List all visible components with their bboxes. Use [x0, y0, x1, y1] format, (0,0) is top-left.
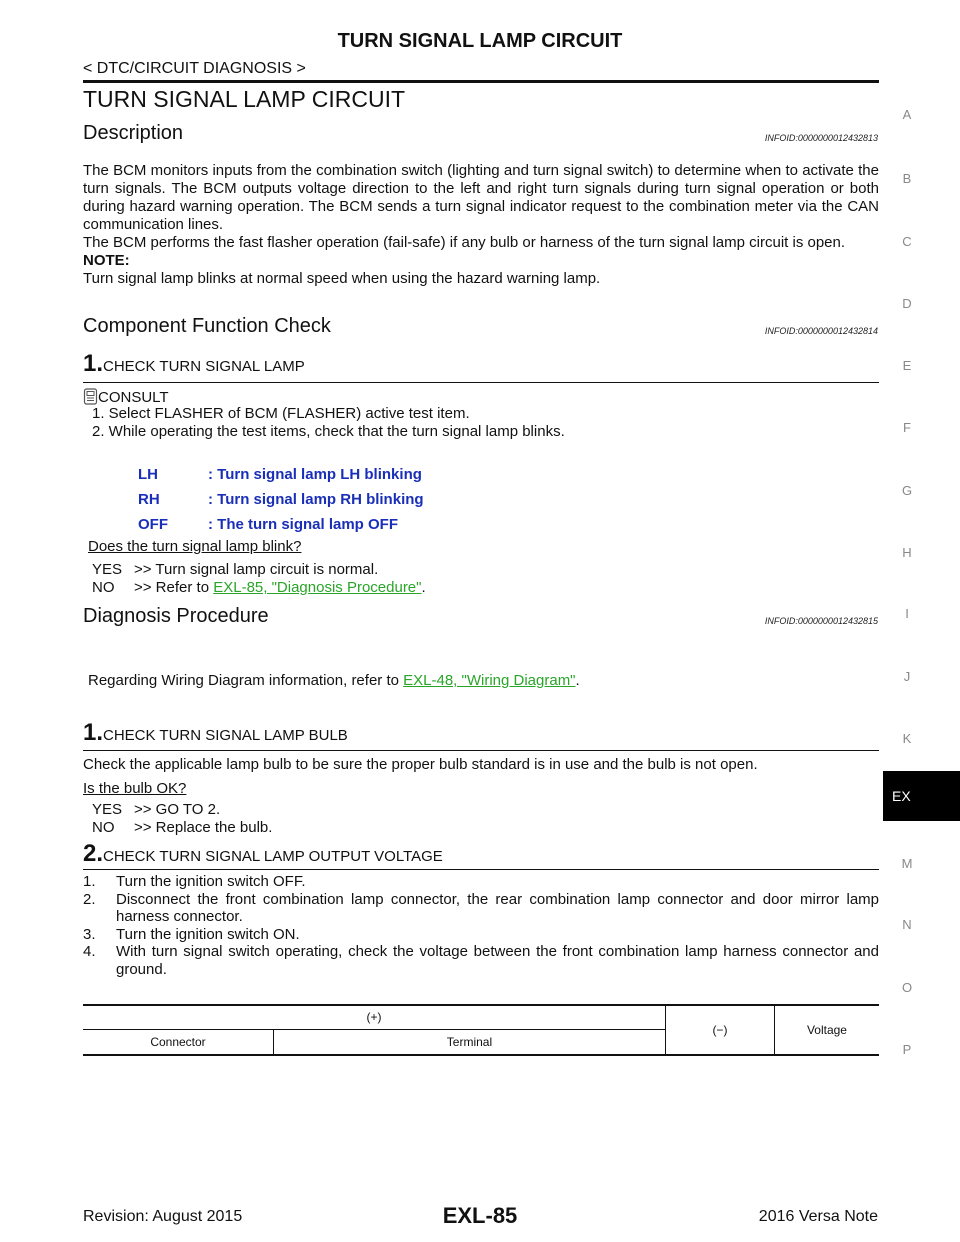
- side-index-ex-active[interactable]: EX: [883, 771, 960, 821]
- side-index-k[interactable]: K: [902, 731, 912, 746]
- side-index-c[interactable]: C: [902, 234, 912, 249]
- description-paragraph-1: The BCM monitors inputs from the combina…: [83, 162, 879, 233]
- table-header-voltage: Voltage: [774, 1004, 879, 1056]
- step-2-list: 1.Turn the ignition switch OFF. 2.Discon…: [83, 873, 879, 978]
- component-check-heading: Component Function Check: [83, 315, 331, 337]
- consult-label: CONSULT: [98, 389, 169, 406]
- side-index-p[interactable]: P: [902, 1042, 912, 1057]
- footer-page-number: EXL-85: [442, 1203, 518, 1228]
- step-1-question: Is the bulb OK?: [83, 780, 187, 797]
- side-index-e[interactable]: E: [902, 358, 912, 373]
- side-index-f[interactable]: F: [903, 420, 911, 435]
- list-item: 2. While operating the test items, check…: [92, 423, 565, 440]
- table-header-terminal: Terminal: [273, 1029, 666, 1056]
- step-title: CHECK TURN SIGNAL LAMP BULB: [103, 727, 348, 744]
- note-text: Turn signal lamp blinks at normal speed …: [83, 270, 601, 287]
- step-number: 1.: [83, 719, 104, 746]
- wiring-reference: Regarding Wiring Diagram information, re…: [88, 672, 580, 689]
- diagnosis-heading: Diagnosis Procedure: [83, 605, 269, 627]
- table-header-connector: Connector: [83, 1029, 274, 1056]
- side-index-o[interactable]: O: [901, 980, 913, 995]
- step-divider: [83, 750, 879, 751]
- header-divider: [83, 80, 879, 83]
- table-header-plus: (+): [83, 1004, 666, 1030]
- description-paragraph-2: The BCM performs the fast flasher operat…: [83, 234, 846, 251]
- side-index-m[interactable]: M: [901, 856, 913, 871]
- table-header-minus: (−): [665, 1004, 775, 1056]
- list-item: 3.Turn the ignition switch ON.: [83, 925, 300, 943]
- section-title: TURN SIGNAL LAMP CIRCUIT: [83, 86, 406, 112]
- component-question: Does the turn signal lamp blink?: [88, 538, 302, 555]
- diagnosis-step-1-heading: 1.CHECK TURN SIGNAL LAMP BULB: [83, 719, 348, 747]
- step-1-answers: YES>> GO TO 2. NO>> Replace the bulb.: [92, 801, 272, 837]
- consult-line: CONSULT: [83, 388, 169, 409]
- diagnosis-step-2-heading: 2.CHECK TURN SIGNAL LAMP OUTPUT VOLTAGE: [83, 840, 443, 868]
- list-item: 4.With turn signal switch operating, che…: [83, 943, 879, 978]
- diagnosis-infoid: INFOID:0000000012432815: [764, 616, 878, 626]
- answer-yes: YES>> GO TO 2.: [92, 801, 221, 818]
- step-title: CHECK TURN SIGNAL LAMP OUTPUT VOLTAGE: [103, 848, 443, 865]
- spec-row: LH: Turn signal lamp LH blinking: [138, 466, 422, 483]
- step-number: 1.: [83, 350, 104, 377]
- step-1-body: Check the applicable lamp bulb to be sur…: [83, 756, 758, 773]
- wiring-diagram-link[interactable]: EXL-48, "Wiring Diagram": [403, 672, 576, 689]
- side-index-n[interactable]: N: [902, 917, 912, 932]
- page-header-title: TURN SIGNAL LAMP CIRCUIT: [337, 30, 623, 52]
- note-label: NOTE:: [83, 252, 130, 269]
- step-divider: [83, 869, 879, 870]
- component-answers: YES>> Turn signal lamp circuit is normal…: [92, 561, 426, 597]
- side-index-d[interactable]: D: [902, 296, 912, 311]
- spec-row: RH: Turn signal lamp RH blinking: [138, 491, 424, 508]
- step-divider: [83, 382, 879, 383]
- voltage-table: (+) (−) Voltage Connector Terminal: [83, 1004, 879, 1056]
- step-title: CHECK TURN SIGNAL LAMP: [103, 358, 305, 375]
- step-number: 2.: [83, 840, 104, 867]
- component-check-infoid: INFOID:0000000012432814: [764, 326, 878, 336]
- description-infoid: INFOID:0000000012432813: [764, 133, 878, 143]
- component-step-1-heading: 1.CHECK TURN SIGNAL LAMP: [83, 350, 305, 378]
- side-index-a[interactable]: A: [902, 107, 912, 122]
- footer-revision: Revision: August 2015: [83, 1208, 243, 1225]
- description-body: The BCM monitors inputs from the combina…: [83, 162, 879, 288]
- consult-icon: [83, 388, 98, 409]
- side-index-h[interactable]: H: [902, 545, 912, 560]
- side-index-i[interactable]: I: [905, 606, 909, 621]
- answer-yes: YES>> Turn signal lamp circuit is normal…: [92, 561, 379, 578]
- footer-model: 2016 Versa Note: [758, 1208, 878, 1225]
- list-item: 1. Select FLASHER of BCM (FLASHER) activ…: [92, 405, 470, 422]
- component-step-list: 1. Select FLASHER of BCM (FLASHER) activ…: [92, 405, 565, 441]
- list-item: 2.Disconnect the front combination lamp …: [83, 890, 879, 926]
- diagnosis-procedure-link[interactable]: EXL-85, "Diagnosis Procedure": [213, 579, 422, 596]
- answer-no: NO>> Replace the bulb.: [92, 819, 273, 836]
- header-breadcrumb: < DTC/CIRCUIT DIAGNOSIS >: [83, 60, 306, 77]
- spec-table: LH: Turn signal lamp LH blinking RH: Tur…: [138, 462, 424, 537]
- answer-no: NO>> Refer to EXL-85, "Diagnosis Procedu…: [92, 579, 426, 596]
- spec-row: OFF: The turn signal lamp OFF: [138, 516, 399, 533]
- list-item: 1.Turn the ignition switch OFF.: [83, 873, 306, 890]
- side-index-j[interactable]: J: [903, 669, 911, 684]
- description-heading: Description: [83, 122, 184, 144]
- side-index-g[interactable]: G: [901, 483, 913, 498]
- side-index-b[interactable]: B: [902, 171, 912, 186]
